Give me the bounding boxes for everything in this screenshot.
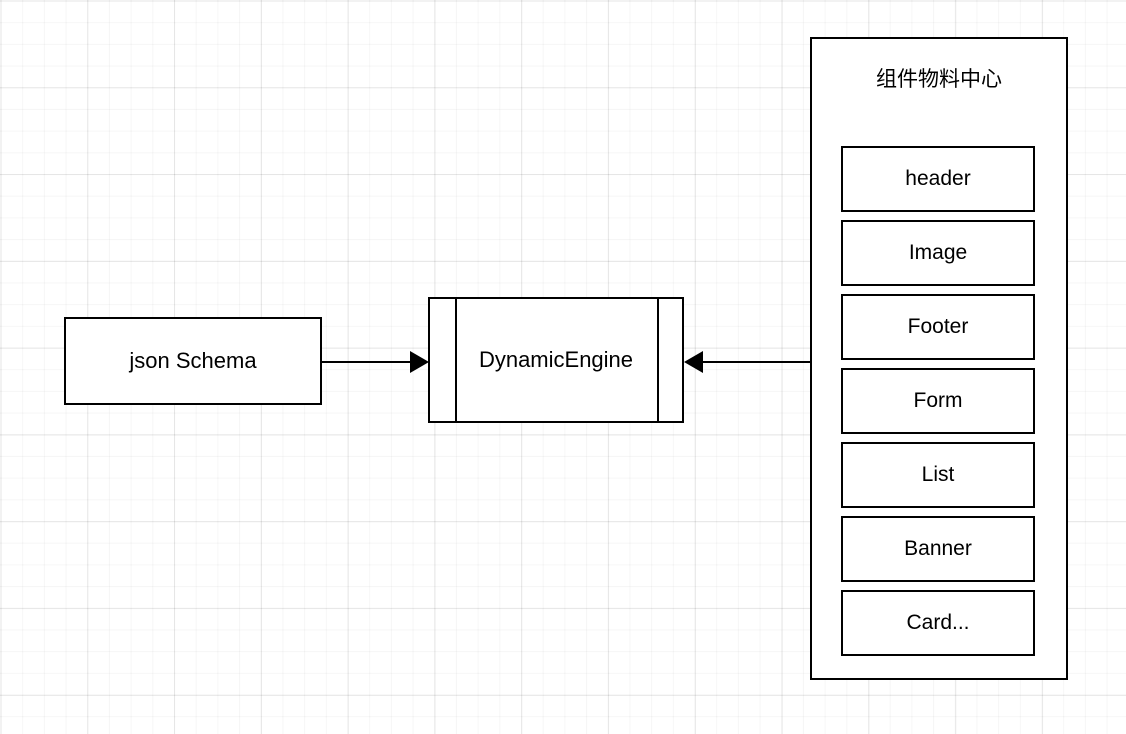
- material-item-label: Banner: [904, 537, 972, 560]
- material-item[interactable]: Image: [841, 220, 1035, 286]
- process-bar-left: [455, 297, 457, 423]
- material-item-label: List: [921, 463, 955, 486]
- material-item[interactable]: List: [841, 442, 1035, 508]
- material-center-title: 组件物料中心: [876, 68, 1002, 91]
- material-item-label: header: [905, 167, 971, 190]
- material-item[interactable]: Footer: [841, 294, 1035, 360]
- material-item-label: Card...: [906, 611, 970, 634]
- node-dynamic-engine[interactable]: DynamicEngine: [428, 297, 684, 423]
- node-dynamic-engine-label: DynamicEngine: [478, 347, 634, 372]
- arrowhead-left-icon: [684, 351, 703, 373]
- material-item[interactable]: Form: [841, 368, 1035, 434]
- node-json-schema-label: json Schema: [129, 348, 257, 373]
- process-bar-right: [657, 297, 659, 423]
- material-item[interactable]: header: [841, 146, 1035, 212]
- material-item-label: Footer: [907, 315, 969, 338]
- edge-json-schema-to-dynamic-engine: [322, 361, 414, 363]
- material-item-label: Image: [908, 241, 968, 264]
- edge-material-panel-to-dynamic-engine: [698, 361, 810, 363]
- material-item[interactable]: Banner: [841, 516, 1035, 582]
- node-json-schema[interactable]: json Schema: [64, 317, 322, 405]
- arrowhead-right-icon: [410, 351, 429, 373]
- material-item[interactable]: Card...: [841, 590, 1035, 656]
- material-item-label: Form: [913, 389, 963, 412]
